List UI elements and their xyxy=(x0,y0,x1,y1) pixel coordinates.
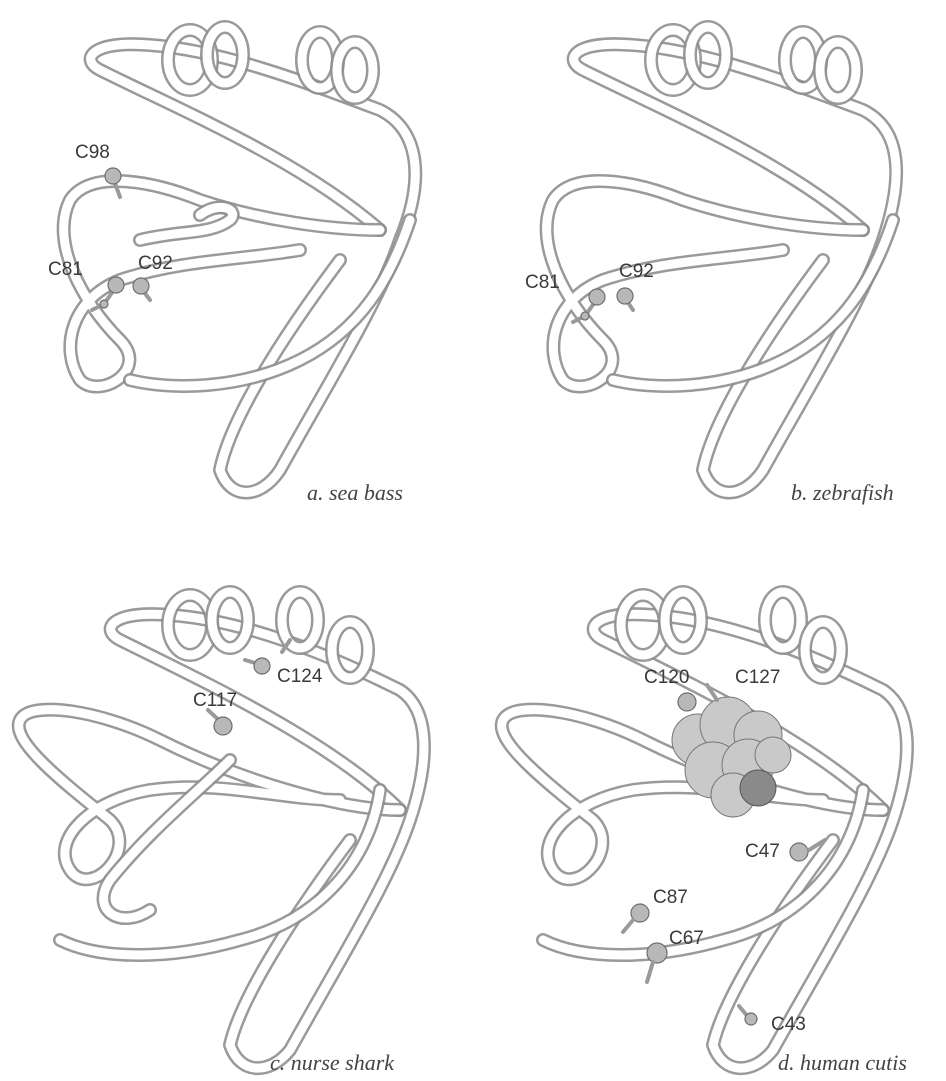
residue-label: C124 xyxy=(277,666,322,688)
residue-label: C92 xyxy=(619,261,654,283)
residue-label: C92 xyxy=(138,253,173,275)
ribbon-backbone xyxy=(547,44,897,492)
residue-label: C98 xyxy=(75,142,110,164)
ribbon-backbone xyxy=(64,44,416,492)
ribbon-backbone xyxy=(502,614,907,1068)
residue-label: C81 xyxy=(48,259,83,281)
panel-human-cutis: C120 C127 C47 C87 C67 C43 d. human cutis xyxy=(473,540,946,1080)
helix-coils xyxy=(168,27,373,98)
residue-label: C87 xyxy=(653,887,688,909)
ribbon-backbone xyxy=(19,614,424,1068)
helix-coils xyxy=(651,27,856,98)
panel-caption: c. nurse shark xyxy=(270,1050,394,1076)
residue-label: C81 xyxy=(525,272,560,294)
residue-label: C120 xyxy=(644,667,689,689)
residue-label: C67 xyxy=(669,928,704,950)
protein-ribbon-d xyxy=(473,540,946,1080)
panel-caption: b. zebrafish xyxy=(791,480,894,506)
residue-label: C47 xyxy=(745,841,780,863)
panel-caption: d. human cutis xyxy=(778,1050,907,1076)
protein-ribbon-c xyxy=(0,540,473,1080)
residue-label: C43 xyxy=(771,1014,806,1036)
panel-caption: a. sea bass xyxy=(307,480,403,506)
protein-ribbon-b xyxy=(473,0,946,540)
panel-nurse-shark: C117 C124 c. nurse shark xyxy=(0,540,473,1080)
residue-label: C117 xyxy=(193,690,237,712)
panel-zebrafish: C81 C92 b. zebrafish xyxy=(473,0,946,540)
panel-sea-bass: C98 C81 C92 a. sea bass xyxy=(0,0,473,540)
residue-label: C127 xyxy=(735,667,780,689)
